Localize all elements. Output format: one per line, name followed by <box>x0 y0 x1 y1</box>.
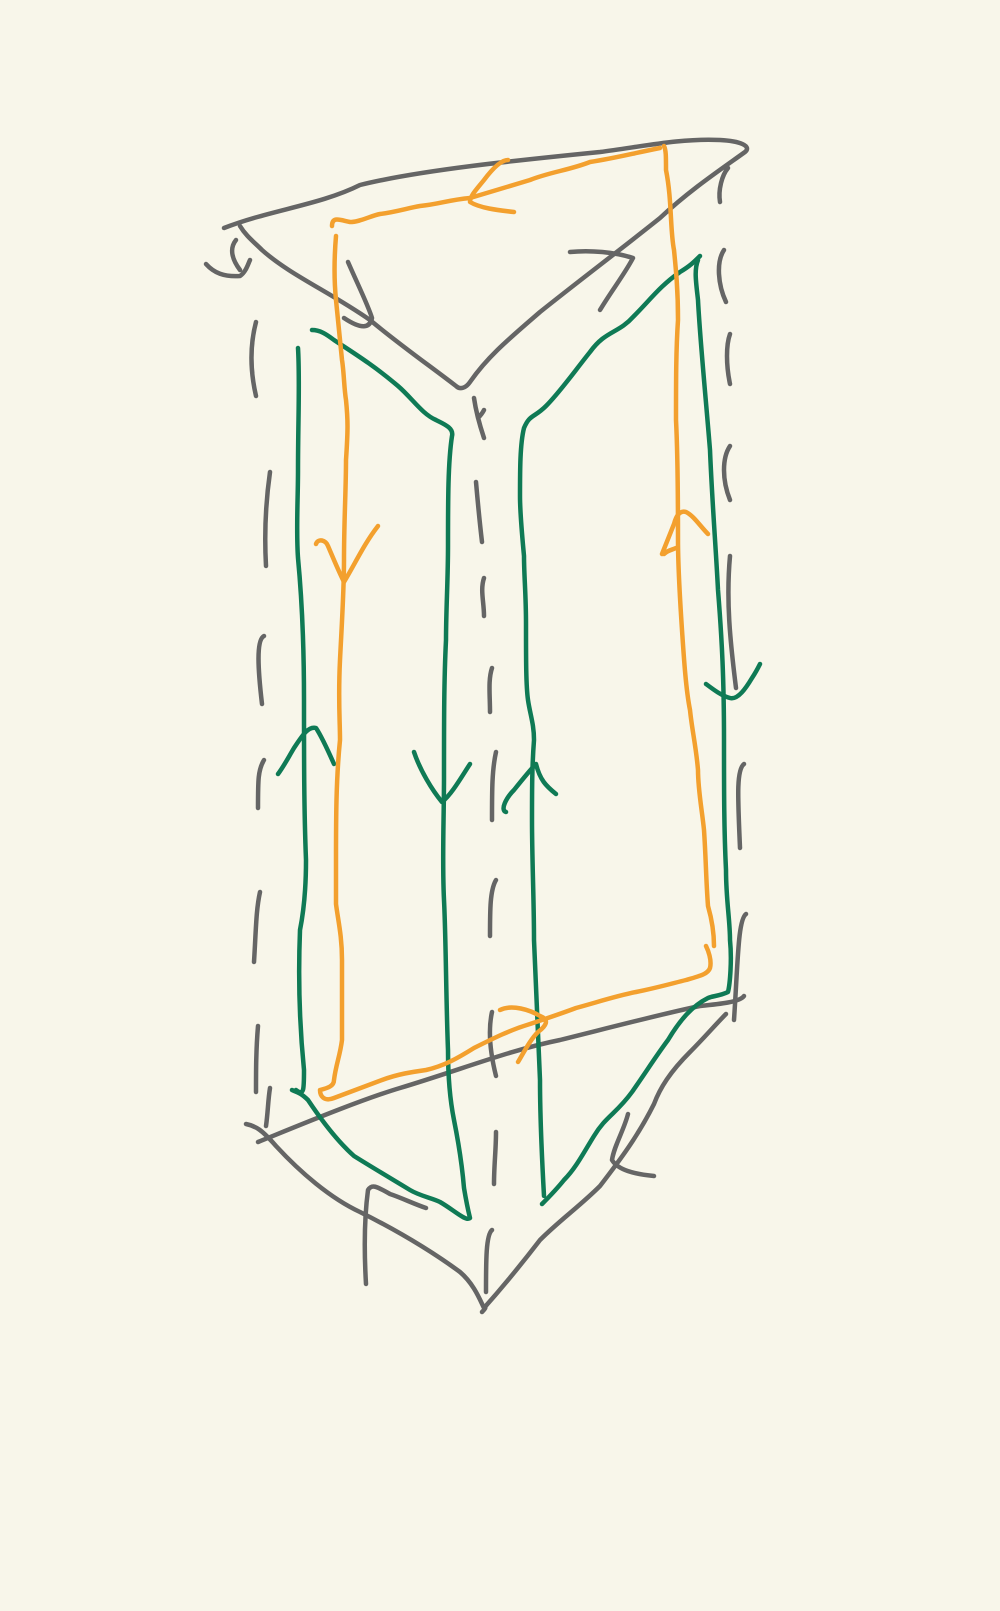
bottom-back-edge <box>258 996 744 1142</box>
green-left-outer-path <box>296 348 306 1092</box>
prism-outline <box>206 140 747 1312</box>
orange-top-path <box>332 148 660 226</box>
top-left-hook <box>206 240 250 276</box>
green-circuit <box>278 256 760 1219</box>
orange-left-down-arrow <box>316 526 378 582</box>
bottom-inner-notch-left <box>365 1187 426 1284</box>
green-right-middle-up-arrow <box>504 764 556 812</box>
green-right-middle-path <box>520 256 700 1196</box>
green-right-outer-path <box>542 260 731 1204</box>
orange-left-path <box>320 236 711 1099</box>
hidden-edge-left <box>252 322 271 1126</box>
green-top-left-path <box>292 330 470 1219</box>
top-right-ear <box>719 168 728 202</box>
orange-right-up-arrow <box>662 512 708 554</box>
bottom-inner-notch-right <box>612 1114 654 1176</box>
orange-circuit <box>316 146 714 1099</box>
hidden-edge-middle <box>474 398 496 1292</box>
